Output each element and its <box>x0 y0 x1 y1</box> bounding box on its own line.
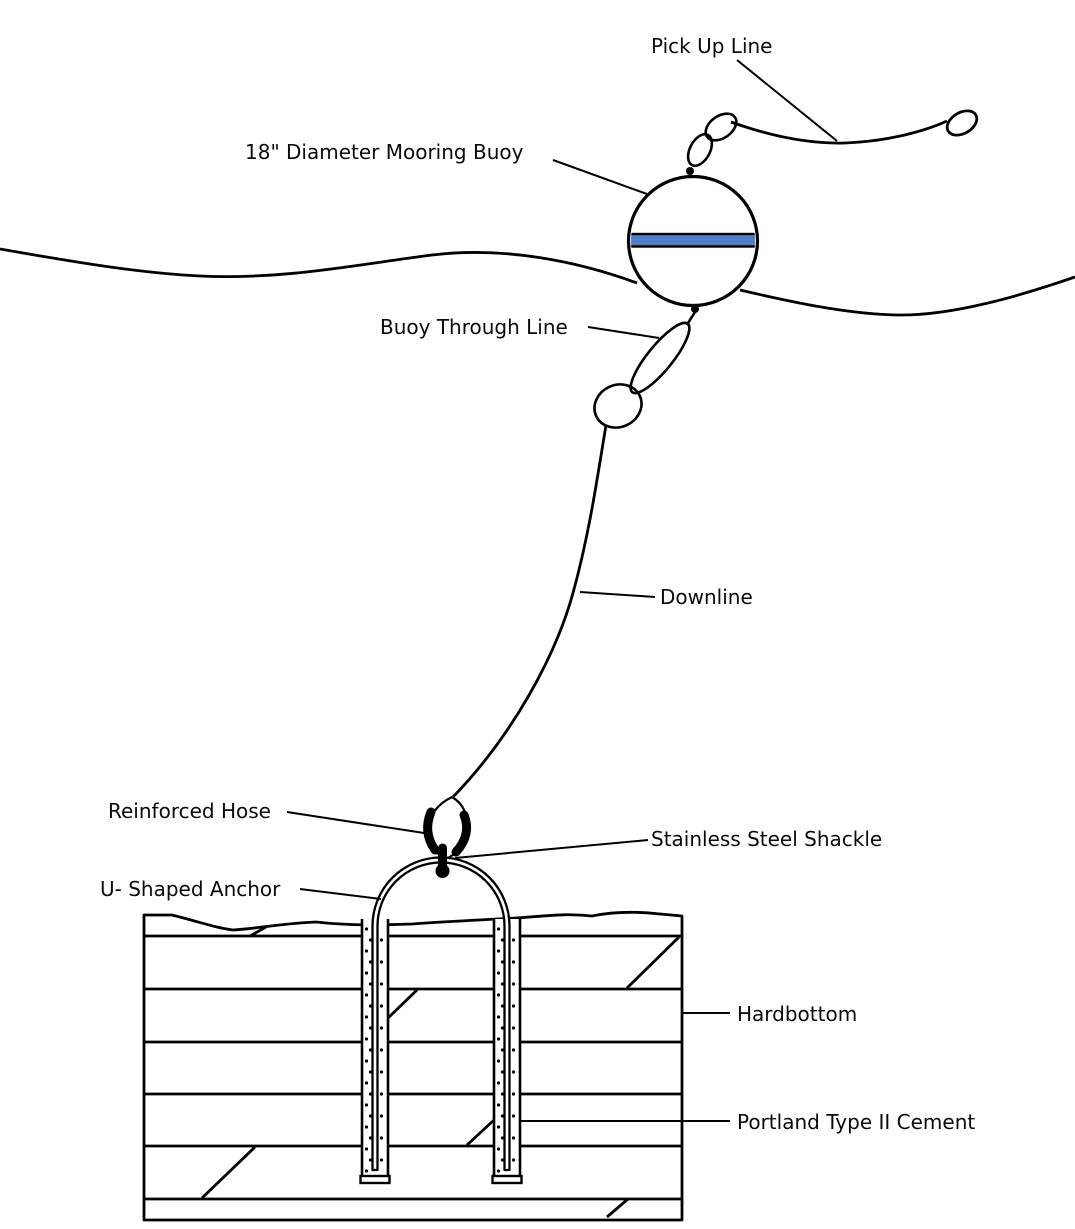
reinforced-hose-right <box>451 810 472 857</box>
label-hardbottom: Hardbottom <box>737 1002 857 1026</box>
tube-bottom <box>359 1174 391 1185</box>
water-surface-right <box>739 275 1075 317</box>
leader-reinforced-hose <box>286 811 425 834</box>
buoy-top-eyebolt-dot <box>686 167 694 175</box>
downline <box>451 424 608 798</box>
water-surface <box>0 247 1075 317</box>
leader-mooring-buoy <box>552 159 648 195</box>
cement-stipple-band <box>379 923 387 1175</box>
leader-pickup-line <box>736 59 838 142</box>
leader-buoy-through-line <box>587 326 660 339</box>
pickup-line-float-upper <box>704 112 738 142</box>
cement-block-outline <box>142 910 684 1222</box>
buoy-group <box>593 109 979 429</box>
hatch-line <box>201 1145 256 1200</box>
reinforced-hose-left <box>423 807 440 855</box>
hatch-line <box>466 1118 495 1147</box>
label-reinforced-hose: Reinforced Hose <box>108 799 271 823</box>
label-mooring-buoy: 18" Diameter Mooring Buoy <box>245 140 524 164</box>
water-surface-left <box>0 247 638 285</box>
hatch-lines <box>201 925 680 1219</box>
labels: Pick Up Line 18" Diameter Mooring Buoy B… <box>100 34 975 1134</box>
buoy-bottom-eyebolt-dot <box>691 305 699 313</box>
leader-shackle <box>454 839 649 859</box>
downline-eye-loop <box>593 383 643 429</box>
pickup-line-float-lower <box>686 132 714 168</box>
leader-u-anchor <box>299 888 382 900</box>
hatch-line <box>626 936 680 989</box>
hatch-line <box>387 988 418 1020</box>
downline-assembly <box>423 424 608 878</box>
leader-lines <box>286 59 838 1122</box>
hardbottom-block <box>142 856 684 1222</box>
label-u-shaped-anchor: U- Shaped Anchor <box>100 877 281 901</box>
shackle-ball <box>435 864 450 878</box>
label-stainless-steel-shackle: Stainless Steel Shackle <box>651 827 882 851</box>
buoy-through-line-thimble <box>629 321 691 395</box>
label-portland-cement: Portland Type II Cement <box>737 1110 975 1134</box>
pickup-line-eye <box>945 109 979 137</box>
hatch-line <box>249 925 267 938</box>
cement-stipple-band <box>496 923 504 1175</box>
u-shaped-anchor <box>371 856 511 1172</box>
label-buoy-through-line: Buoy Through Line <box>380 315 568 339</box>
tube-bottom <box>491 1174 523 1185</box>
pickup-line <box>730 119 948 145</box>
hatch-line <box>606 1197 629 1219</box>
cement-stipple-band <box>511 923 519 1175</box>
label-pick-up-line: Pick Up Line <box>651 34 772 58</box>
label-downline: Downline <box>660 585 753 609</box>
rock-layer-lines <box>144 934 682 1201</box>
cement-stipple-band <box>364 923 372 1175</box>
buoy-stripe <box>631 232 755 248</box>
leader-downline <box>579 591 656 598</box>
